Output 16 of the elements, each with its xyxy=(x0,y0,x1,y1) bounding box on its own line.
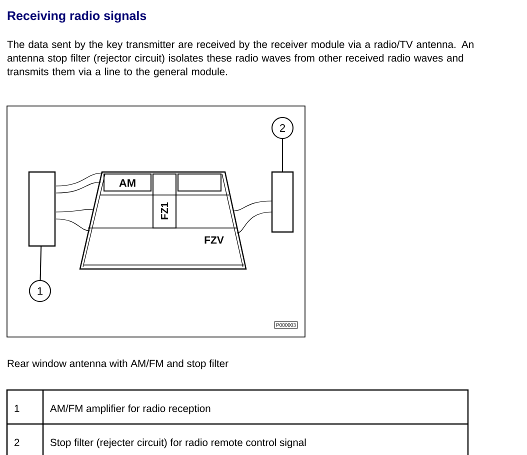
table-cell: AM/FM amplifier for radio reception xyxy=(50,404,210,414)
leader-line xyxy=(40,246,42,281)
component-box xyxy=(28,171,56,247)
component-box xyxy=(271,171,294,233)
leader-line xyxy=(282,138,283,172)
heading: Receiving radio signals xyxy=(8,10,146,23)
callout-number: 2 xyxy=(272,117,294,139)
table-cell: Stop filter (rejecter circuit) for radio remote control signal xyxy=(50,438,306,448)
part-label: FZ1 xyxy=(161,202,168,220)
part-label: AM xyxy=(119,179,136,187)
part-label: FZV xyxy=(204,236,224,244)
caption: Rear window antenna with AM/FM and stop filter xyxy=(8,360,228,370)
paragraph: The data sent by the key transmitter are received by the receiver module via a radio/TV antenna. An antenna stop filter (rejector circuit) isolates these radio waves from other received radio waves and transmits them via a line to the general module. xyxy=(7,40,474,78)
table-cell: 2 xyxy=(14,438,20,446)
table-cell: 1 xyxy=(14,404,20,412)
callout-number: 1 xyxy=(29,280,51,302)
